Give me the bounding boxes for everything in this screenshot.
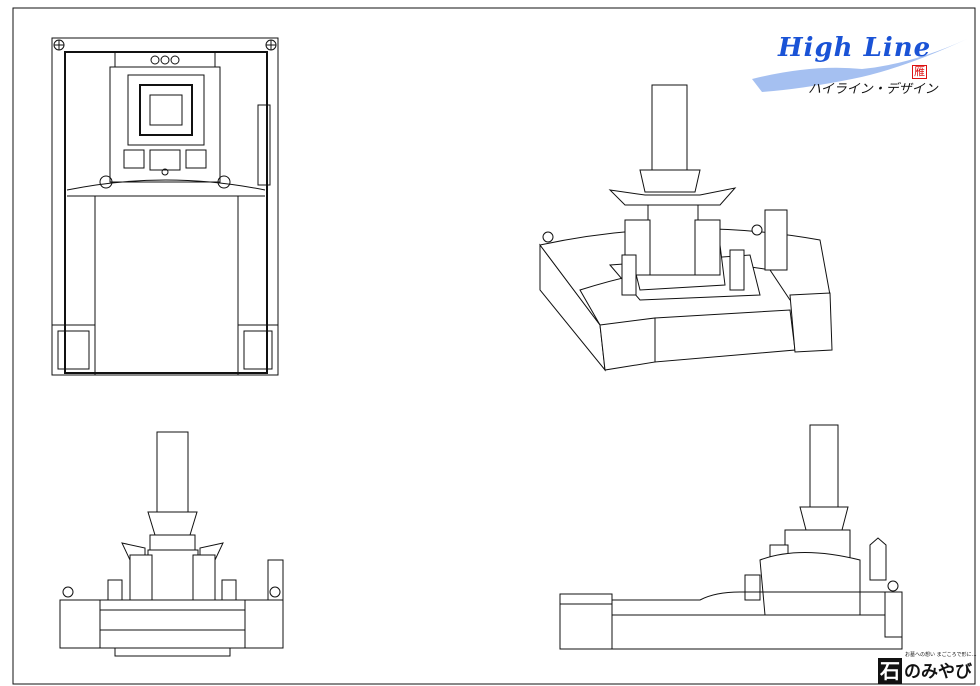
front-elevation — [59, 431, 284, 657]
brush-stroke-icon — [752, 39, 967, 92]
brand-logo: 石 お墓への想い まごころで形に… のみやび — [878, 652, 978, 686]
highline-logo: High Line 雁 ハイライン・デザイン — [752, 34, 967, 106]
logo-title: High Line — [778, 33, 932, 63]
plan-view — [51, 37, 279, 376]
perspective-view — [539, 84, 833, 372]
logo-seal: 雁 — [912, 65, 927, 79]
brand-tagline: お墓への想い まごころで形に… — [905, 652, 977, 658]
brand-mark: 石 — [878, 658, 902, 684]
brand-name: のみやび — [904, 662, 972, 682]
sheet-border — [12, 7, 976, 685]
side-elevation — [559, 424, 903, 650]
logo-subtitle: ハイライン・デザイン — [808, 82, 938, 97]
